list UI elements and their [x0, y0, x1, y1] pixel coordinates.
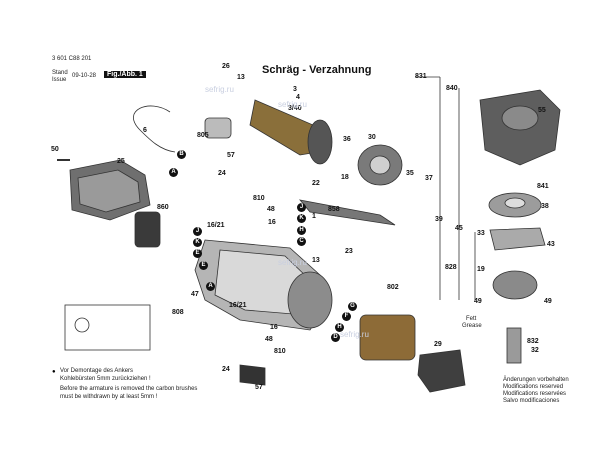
callout-badge: F	[342, 312, 351, 321]
part-number: 24	[222, 366, 230, 373]
callout-badge: H	[297, 226, 306, 235]
grease-label: Grease	[462, 323, 482, 329]
bullet-icon: ●	[52, 369, 56, 375]
callout-badge: C	[297, 237, 306, 246]
part-number: 55	[538, 107, 546, 114]
part-number: 13	[237, 74, 245, 81]
watermark: sefrig.ru	[278, 100, 307, 109]
watermark: sefrig.ru	[205, 85, 234, 94]
part-number: 3	[293, 86, 297, 93]
part-number: 808	[172, 309, 184, 316]
part-number: 49	[544, 298, 552, 305]
changes-fr: Modifications reservées	[503, 391, 567, 397]
part-number: 48	[265, 336, 273, 343]
part-number: 841	[537, 183, 549, 190]
watermark: sefrig.ru	[278, 258, 307, 267]
part-number: 25	[117, 158, 125, 165]
watermark: sefrig.ru	[340, 330, 369, 339]
part-number: 805	[197, 132, 209, 139]
part-number: 860	[157, 204, 169, 211]
callout-badge: J	[297, 203, 306, 212]
stand-label: Stand	[52, 70, 68, 76]
part-number: 45	[455, 225, 463, 232]
part-number: 57	[255, 384, 263, 391]
part-number: 36	[343, 136, 351, 143]
part-number: 50	[51, 146, 59, 153]
part-number: 16/21	[229, 302, 247, 309]
callout-badge: H	[335, 323, 344, 332]
part-number: 858	[328, 206, 340, 213]
part-number: 26	[222, 63, 230, 70]
part-number: 57	[227, 152, 235, 159]
changes-de: Änderungen vorbehalten	[503, 377, 569, 383]
changes-es: Salvo modificaciones	[503, 398, 560, 404]
part-number: 6	[143, 127, 147, 134]
part-number: 39	[435, 216, 443, 223]
part-number: 35	[406, 170, 414, 177]
part-number: 1	[312, 213, 316, 220]
part-number: 802	[387, 284, 399, 291]
part-number: 18	[341, 174, 349, 181]
note-en-line2: must be withdrawn by at least 5mm !	[60, 394, 158, 400]
callout-badge: E	[193, 249, 202, 258]
part-number: 24	[218, 170, 226, 177]
part-number: 43	[547, 241, 555, 248]
part-number: 810	[253, 195, 265, 202]
part-number: 16/21	[207, 222, 225, 229]
part-number: 32	[531, 347, 539, 354]
part-number: 22	[312, 180, 320, 187]
note-en-line1: Before the armature is removed the carbo…	[60, 386, 198, 392]
callout-badge: A	[206, 282, 215, 291]
part-number: 29	[434, 341, 442, 348]
part-number: 30	[368, 134, 376, 141]
part-number: 828	[445, 264, 457, 271]
note-de-line2: Kohlebürsten 5mm zurückziehen !	[60, 376, 151, 382]
part-number: 3/40	[288, 105, 302, 112]
part-number: 23	[345, 248, 353, 255]
page-title: Schräg - Verzahnung	[262, 64, 372, 76]
part-number: 37	[425, 175, 433, 182]
part-number: 4	[296, 94, 300, 101]
part-number: 38	[541, 203, 549, 210]
part-number: 49	[474, 298, 482, 305]
note-de-line1: Vor Demontage des Ankers	[60, 368, 134, 374]
part-number: 47	[191, 291, 199, 298]
part-number: 810	[274, 348, 286, 355]
part-number: 840	[446, 85, 458, 92]
part-number: 48	[267, 206, 275, 213]
doc-number: 3 601 C88 201	[52, 56, 92, 62]
callout-badge: K	[297, 214, 306, 223]
issue-label: Issue	[52, 77, 67, 83]
callout-badge: K	[193, 238, 202, 247]
fett-label: Fett	[466, 316, 477, 322]
callout-badge: B	[177, 150, 186, 159]
changes-en: Modifications reserved	[503, 384, 564, 390]
part-number: 831	[415, 73, 427, 80]
callout-badge: A	[169, 168, 178, 177]
callout-badge: D	[331, 333, 340, 342]
part-number: 16	[268, 219, 276, 226]
issue-date: 09-10-28	[72, 73, 97, 79]
part-number: 16	[270, 324, 278, 331]
part-number: 832	[527, 338, 539, 345]
callout-badge: J	[193, 227, 202, 236]
part-number: 19	[477, 266, 485, 273]
part-number: 13	[312, 257, 320, 264]
part-number: 33	[477, 230, 485, 237]
figure-label: Fig./Abb. 1	[104, 71, 146, 78]
callout-badge: G	[348, 302, 357, 311]
callout-badge: E	[199, 261, 208, 270]
